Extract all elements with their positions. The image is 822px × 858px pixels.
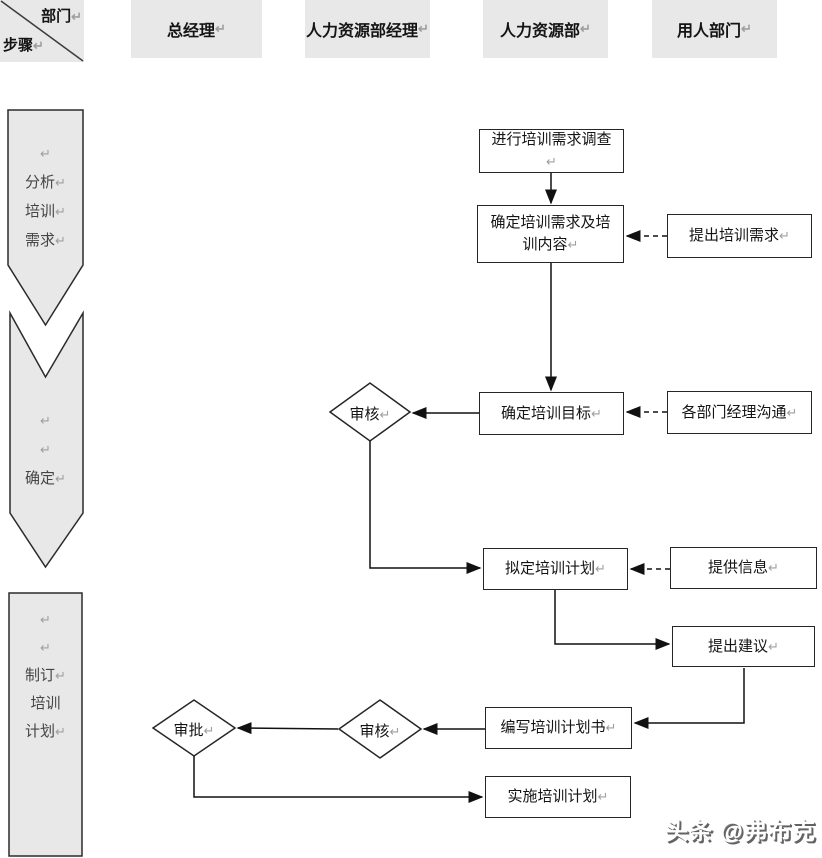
lane-label: 用人部门 [677, 23, 742, 40]
lane-header-employing-dept: 用人部门↵ [652, 0, 777, 58]
arrow-draft-plan-to-suggest [554, 590, 671, 650]
node-manager-communication: 各部门经理沟通↵ [667, 391, 812, 434]
return-mark-icon: ↵ [595, 561, 606, 576]
node-label: 编写培训计划书 [500, 719, 606, 736]
return-mark-icon: ↵ [55, 668, 66, 683]
return-mark-icon: ↵ [203, 723, 215, 738]
return-mark-icon: ↵ [40, 612, 51, 627]
node-label: 提供信息 [708, 559, 769, 576]
return-mark-icon: ↵ [786, 404, 798, 420]
node-label: 确定培训需求及培训内容 [490, 214, 611, 253]
return-mark-icon: ↵ [597, 789, 609, 804]
corner-header-cell: 部门↵ 步骤↵ [0, 0, 84, 62]
step-shape-confirm-chevron [9, 310, 84, 569]
node-provide-info: 提供信息↵ [670, 547, 817, 589]
node-label: 提出建议 [708, 637, 769, 655]
step-shape-analyze-arrow [7, 109, 84, 327]
step-text-draft-training-plan: ↵ ↵ 制订↵ 培训 计划↵ [25, 612, 66, 740]
node-make-suggestion: 提出建议↵ [672, 626, 815, 667]
arrow-suggest-to-write-plan [633, 668, 745, 729]
node-label: 确定培训目标 [501, 404, 592, 422]
return-mark-icon: ↵ [40, 146, 51, 161]
diamond-review1 [328, 382, 412, 442]
corner-dept-label: 部门 [41, 8, 72, 25]
node-confirm-needs-and-content: 确定培训需求及培训内容↵ [477, 205, 624, 263]
return-mark-icon: ↵ [591, 405, 602, 421]
lane-header-general-manager: 总经理↵ [131, 0, 262, 58]
lane-label: 总经理 [167, 23, 216, 40]
return-mark-icon: ↵ [379, 407, 391, 422]
return-mark-icon: ↵ [546, 154, 557, 169]
return-mark-icon: ↵ [55, 204, 66, 219]
return-mark-icon: ↵ [215, 21, 226, 36]
arrow-approve-to-implement [193, 756, 484, 803]
node-write-training-plan-doc: 编写培训计划书↵ [485, 707, 632, 749]
step-text-analyze-training-needs: ↵ 分析↵ 培训↵ 需求↵ [25, 146, 66, 249]
step-text-confirm: ↵ ↵ 确定↵ [25, 413, 66, 487]
diamond-review2 [337, 699, 423, 759]
arrow-review2-to-approve [236, 722, 339, 735]
node-label: 实施培训计划 [507, 788, 598, 805]
corner-diagonal-line [0, 0, 84, 62]
return-mark-icon: ↵ [605, 720, 617, 735]
return-mark-icon: ↵ [567, 237, 579, 252]
lane-header-hr-manager: 人力资源部经理↵ [305, 0, 430, 58]
node-label: 各部门经理沟通 [681, 403, 787, 421]
return-mark-icon: ↵ [40, 442, 51, 457]
diamond-label-approve: 审批↵ [173, 722, 215, 739]
return-mark-icon: ↵ [55, 471, 66, 486]
diamond-label-review1: 审核↵ [349, 406, 391, 423]
return-mark-icon: ↵ [580, 21, 591, 36]
node-implement-training-plan: 实施培训计划↵ [485, 776, 631, 818]
return-mark-icon: ↵ [55, 175, 66, 190]
return-mark-icon: ↵ [71, 9, 82, 24]
lane-label: 人力资源部 [500, 23, 581, 40]
return-mark-icon: ↵ [741, 21, 752, 36]
return-mark-icon: ↵ [768, 560, 779, 575]
step-shape-plan-rect [8, 592, 83, 857]
diamond-label-review2: 审核↵ [359, 723, 401, 740]
return-mark-icon: ↵ [33, 38, 44, 53]
node-draft-training-plan: 拟定培训计划↵ [483, 548, 628, 590]
arrow-review1-to-draft-plan [369, 441, 482, 574]
corner-step-label: 步骤 [3, 37, 34, 54]
node-label: 拟定培训计划 [505, 560, 596, 577]
node-raise-training-needs: 提出培训需求↵ [667, 214, 812, 258]
return-mark-icon: ↵ [55, 233, 66, 248]
node-confirm-training-goal: 确定培训目标↵ [479, 392, 624, 435]
return-mark-icon: ↵ [55, 724, 66, 739]
lane-label: 人力资源部经理 [306, 23, 419, 40]
watermark: 头条 @弗布克 [665, 818, 816, 844]
node-label: 进行培训需求调查 [491, 131, 612, 148]
node-label: 提出培训需求 [689, 227, 780, 244]
return-mark-icon: ↵ [418, 21, 429, 36]
return-mark-icon: ↵ [40, 640, 51, 655]
return-mark-icon: ↵ [768, 638, 779, 654]
return-mark-icon: ↵ [389, 724, 401, 739]
return-mark-icon: ↵ [779, 228, 790, 243]
diamond-approve [151, 699, 237, 757]
node-survey-training-needs: 进行培训需求调查 ↵ [479, 129, 624, 173]
return-mark-icon: ↵ [40, 413, 51, 428]
lane-header-hr-dept: 人力资源部↵ [483, 0, 608, 58]
